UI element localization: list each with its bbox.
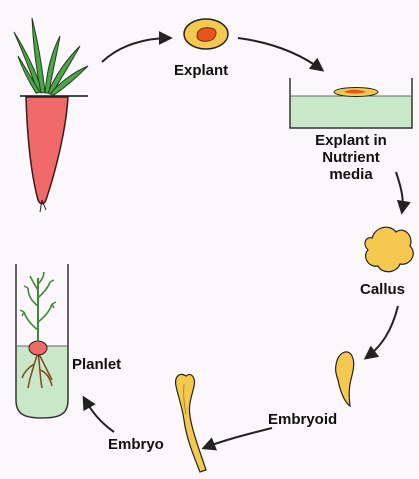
label-embryo: Embryo [108,436,164,453]
label-callus: Callus [360,281,405,298]
label-embryoid: Embryoid [268,411,337,428]
arrow-carrot-to-explant [102,38,170,62]
arrow-explant-to-dish [238,38,322,70]
carrot-illustration [14,18,88,212]
carrot-leaves [14,18,88,95]
explant-disk [184,19,228,49]
label-media-line: media [293,166,409,183]
callus-mass [365,227,413,272]
carrot-root [26,97,68,204]
label-explant-in-nutrient-media: Explant in Nutrient media [293,132,409,183]
embryoid-shape [336,352,354,406]
petri-dish [290,78,412,128]
label-explant: Explant [174,62,228,79]
arrow-embryo-to-planlet [84,398,114,432]
label-planlet: Planlet [72,356,121,373]
embryo-shape [176,374,206,472]
arrow-embryoid-to-embryo [204,428,272,448]
arrow-callus-to-embryoid [366,306,398,358]
label-nutrient-line: Nutrient [293,149,409,166]
test-tube [16,264,68,418]
label-explant-in-line: Explant in [293,132,409,149]
